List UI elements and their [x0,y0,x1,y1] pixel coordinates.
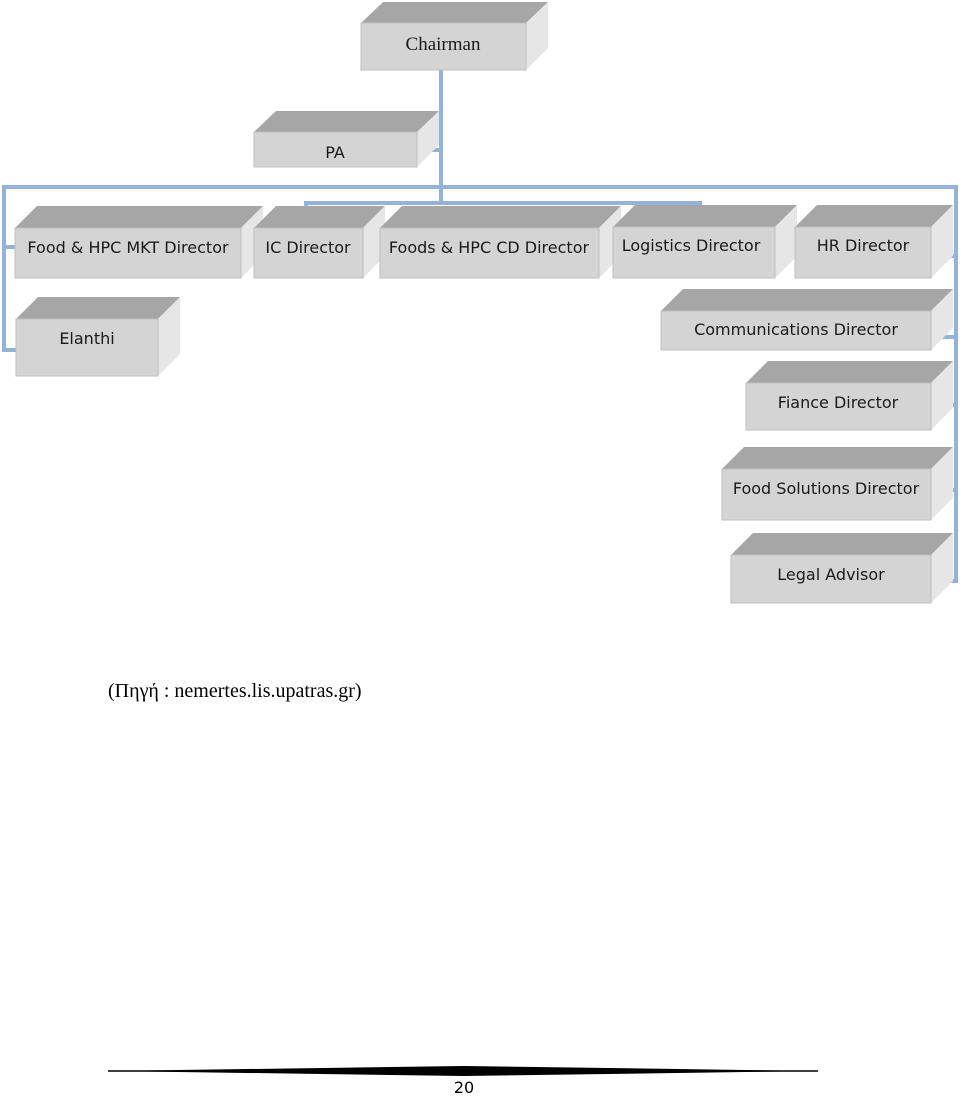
director-label-logistics: Logistics Director [622,236,761,255]
box-food-solutions-director: Food Solutions Director [721,447,953,521]
source-caption: (Πηγή : nemertes.lis.upatras.gr) [108,680,362,702]
communications-director-label: Communications Director [694,320,898,339]
box-elanthi: Elanthi [15,297,180,377]
director-label-ic: IC Director [265,238,351,257]
box-chairman: Chairman [360,2,548,71]
box-pa: PA [253,111,439,168]
box-food-hpc-mkt-director: Food & HPC MKT Director [14,206,263,279]
elanthi-label: Elanthi [59,329,114,348]
box-foods-hpc-cd-director: Foods & HPC CD Director [379,206,621,279]
chairman-label: Chairman [406,34,481,55]
box-legal-advisor: Legal Advisor [730,533,953,604]
page-number: 20 [453,1078,475,1097]
org-chart: Chairman PA Food & HPC MKT Director IC D… [2,2,958,604]
legal-advisor-label: Legal Advisor [777,565,885,584]
box-communications-director: Communications Director [660,289,953,351]
box-logistics-director: Logistics Director [612,205,797,279]
fiance-director-label: Fiance Director [778,393,899,412]
box-fiance-director: Fiance Director [745,361,953,431]
food-solutions-director-label: Food Solutions Director [733,479,920,498]
director-label-food-hpc-mkt: Food & HPC MKT Director [27,238,229,257]
director-label-hr: HR Director [817,236,910,255]
box-ic-director: IC Director [253,206,385,279]
box-hr-director: HR Director [794,205,953,279]
director-label-foods-hpc-cd: Foods & HPC CD Director [389,238,590,257]
footer-divider [108,1066,818,1076]
pa-label: PA [325,143,345,162]
